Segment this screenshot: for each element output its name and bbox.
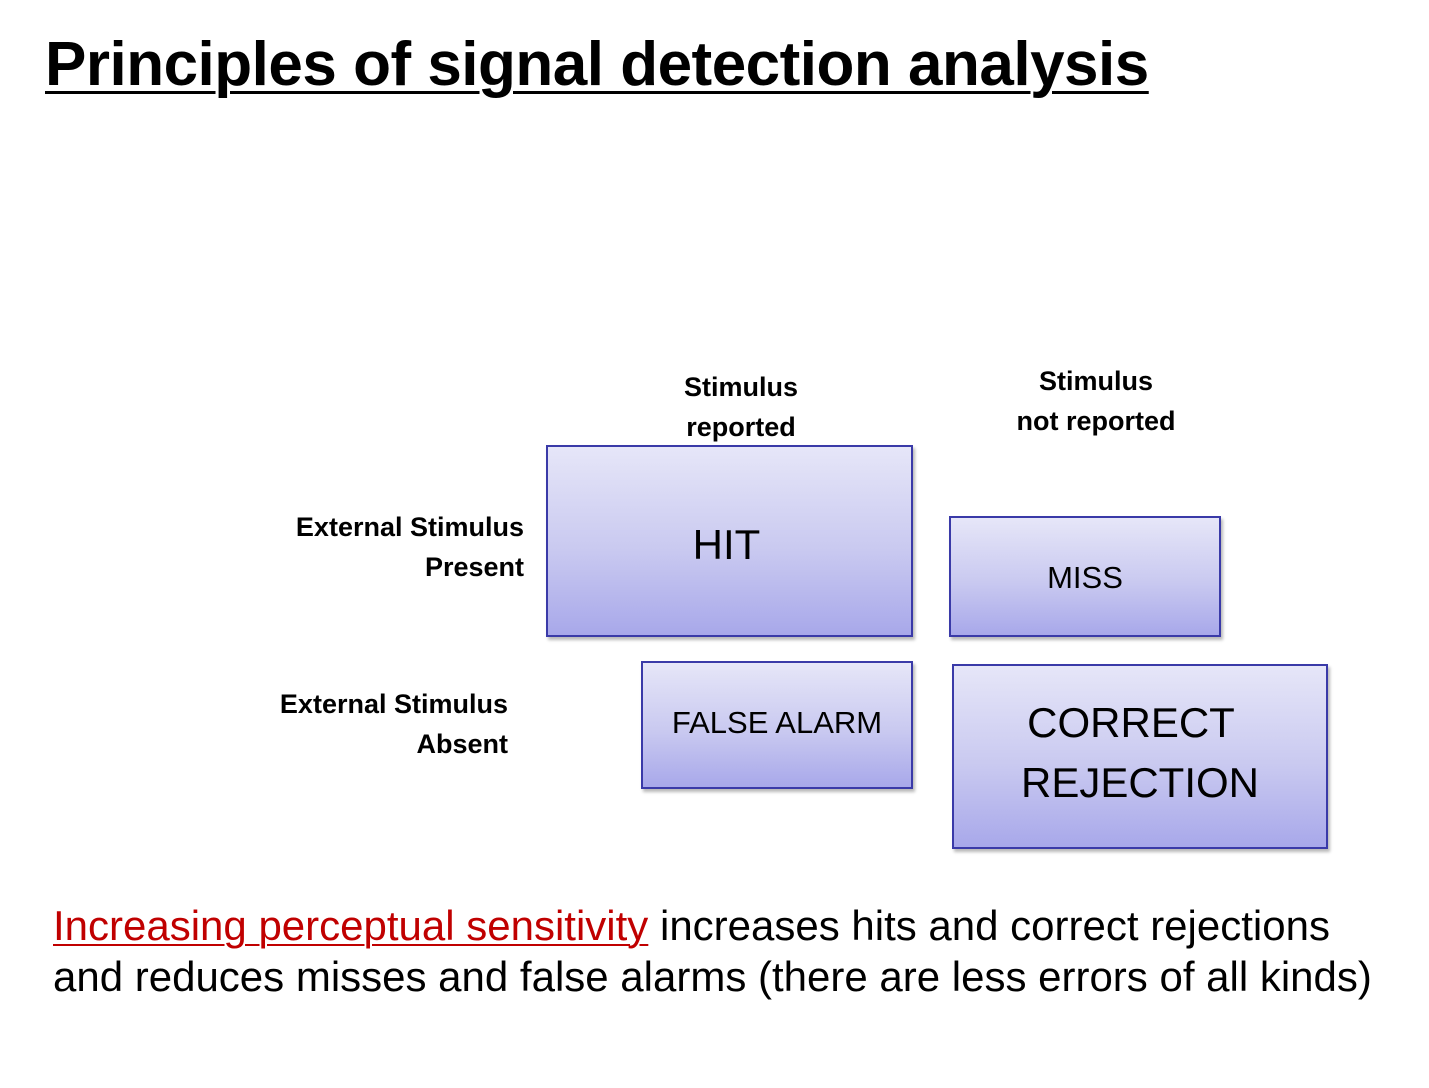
column-header-reported-line2: reported — [686, 412, 796, 442]
column-header-not-reported: Stimulus not reported — [986, 361, 1206, 441]
column-header-not-reported-line1: Stimulus — [1038, 366, 1153, 396]
caption: Increasing perceptual sensitivity increa… — [53, 900, 1383, 1002]
hit-label: HIT — [692, 521, 761, 568]
caption-highlight: Increasing perceptual sensitivity — [53, 902, 649, 949]
caption-text: increases hits and correct rejections an… — [53, 902, 1372, 1000]
column-header-reported-line1: Stimulus — [683, 372, 798, 402]
correct-rejection-label-line1: CORRECT — [1027, 698, 1235, 746]
false-alarm-box: FALSE ALARM — [641, 661, 913, 789]
miss-label: MISS — [1047, 559, 1123, 595]
row-header-absent-line1: External Stimulus — [279, 689, 508, 719]
false-alarm-label: FALSE ALARM — [671, 705, 883, 740]
row-header-absent-line2: Absent — [416, 729, 508, 759]
slide-title: Principles of signal detection analysis — [45, 30, 1149, 99]
correct-rejection-box: CORRECT REJECTION — [952, 664, 1328, 849]
column-header-not-reported-line2: not reported — [1016, 406, 1176, 436]
column-header-reported: Stimulus reported — [641, 367, 841, 447]
row-header-present-line1: External Stimulus — [295, 512, 524, 542]
row-header-absent: External Stimulus Absent — [208, 684, 508, 764]
row-header-present-line2: Present — [424, 552, 524, 582]
hit-box: HIT — [546, 445, 913, 637]
correct-rejection-label-line2: REJECTION — [1020, 758, 1259, 806]
row-header-present: External Stimulus Present — [224, 507, 524, 587]
miss-box: MISS — [949, 516, 1221, 637]
